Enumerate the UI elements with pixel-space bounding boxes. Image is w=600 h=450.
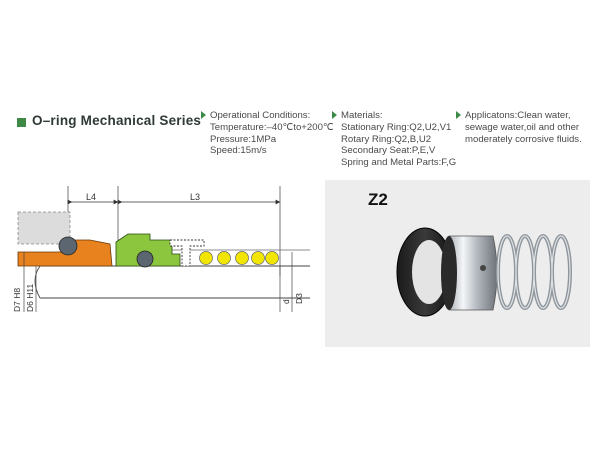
spec-line: Materials:: [341, 110, 383, 121]
product-photo: [396, 227, 572, 317]
housing-block: [17, 211, 71, 245]
spring-retainer: [169, 239, 205, 267]
body-face: [441, 236, 457, 310]
bullet-arrow-icon: [456, 111, 461, 119]
bullet-arrow-icon: [332, 111, 337, 119]
spec-line: Operational Conditions:: [210, 110, 311, 121]
dim-label-l4: L4: [86, 192, 96, 202]
spring-coil: [199, 251, 213, 265]
seal-cross-section-diagram: L4 L3 D7 H8 D6 H11 d D3: [0, 180, 330, 320]
spec-line: Applicatons:Clean water,: [465, 110, 571, 121]
spec-line: Stationary Ring:Q2,U2,V1: [341, 121, 452, 133]
spring-coil: [251, 251, 265, 265]
shaft-end: [34, 265, 41, 299]
operational-conditions: Operational Conditions: Temperature:–40℃…: [201, 110, 334, 157]
rotary-o-ring: [136, 250, 154, 268]
bullet-arrow-icon: [201, 111, 206, 119]
materials: Materials: Stationary Ring:Q2,U2,V1 Rota…: [332, 110, 457, 169]
dim-label-l3: L3: [190, 192, 200, 202]
seat-o-ring: [58, 236, 78, 256]
spring-coil: [217, 251, 231, 265]
dim-label-d: d: [281, 299, 291, 304]
dim-label-d7: D7 H8: [12, 288, 22, 312]
spec-line: Rotary Ring:Q2,B,U2: [341, 133, 432, 145]
spec-line: Spring and Metal Parts:F,G: [341, 157, 457, 169]
spring-coil: [235, 251, 249, 265]
seat-ring-bore: [412, 240, 446, 304]
spring-coil: [265, 251, 279, 265]
dim-label-d6: D6 H11: [25, 284, 35, 312]
spec-line: Speed:15m/s: [210, 145, 267, 157]
series-title: O–ring Mechanical Series: [32, 113, 202, 128]
model-label: Z2: [368, 190, 388, 209]
spec-line: Pressure:1MPa: [210, 133, 277, 145]
spec-line: Secondary Seat:P,E,V: [341, 145, 436, 157]
series-marker: [17, 118, 26, 127]
spec-line: Temperature:–40℃to+200℃: [210, 121, 334, 133]
spec-line: sewage water,oil and other: [465, 121, 580, 133]
applications: Applicatons:Clean water, sewage water,oi…: [456, 110, 593, 145]
dim-label-d3: D3: [294, 293, 304, 304]
set-screw: [480, 265, 486, 271]
product-photo-panel: [325, 180, 590, 347]
spec-line: moderately corrosive fluids.: [465, 133, 582, 145]
